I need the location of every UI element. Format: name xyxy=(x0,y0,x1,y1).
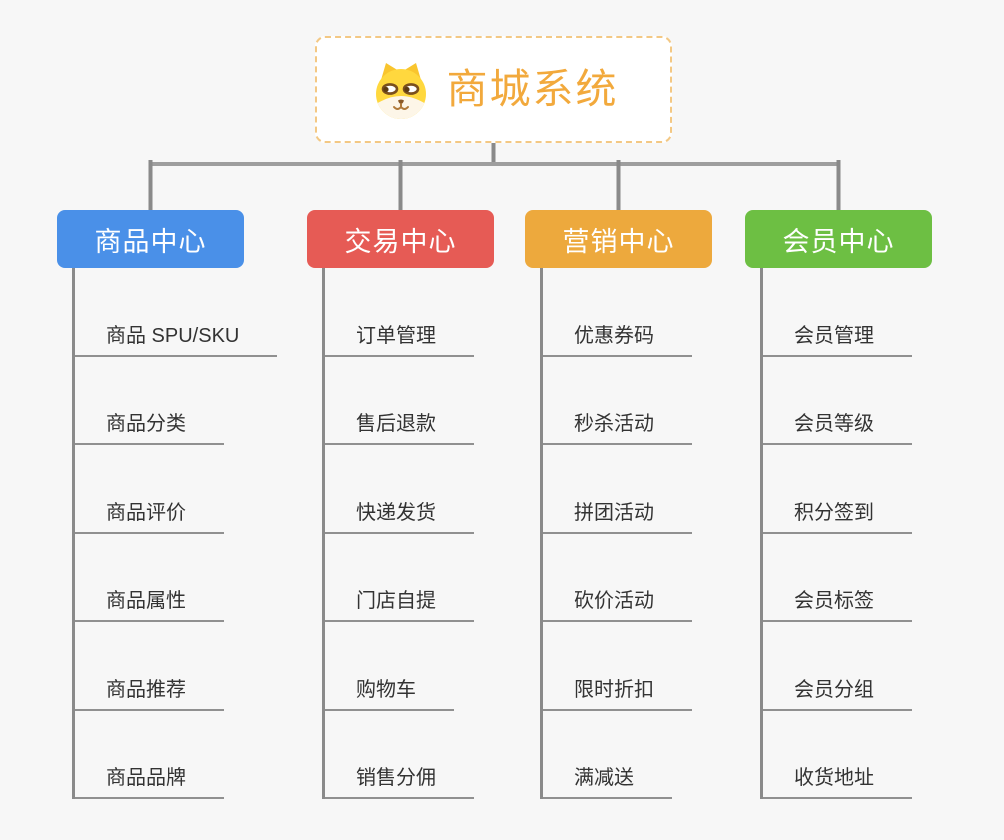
branch-items: 会员管理会员等级积分签到会员标签会员分组收货地址 xyxy=(760,268,912,799)
branch-header-marketing-center[interactable]: 营销中心 xyxy=(525,210,712,268)
branch-item-product-center-1[interactable]: 商品分类 xyxy=(72,412,224,445)
branch-item-label: 购物车 xyxy=(356,678,416,701)
item-row: 商品属性 xyxy=(72,534,277,622)
branch-item-label: 秒杀活动 xyxy=(574,413,654,435)
item-row: 秒杀活动 xyxy=(540,357,692,445)
branch-item-trade-center-1[interactable]: 售后退款 xyxy=(322,412,474,445)
branch-column-product-center: 商品中心商品 SPU/SKU 商品分类商品评价商品属性商品推荐商品品牌 xyxy=(57,210,278,799)
branch-item-product-center-2[interactable]: 商品评价 xyxy=(72,501,224,534)
branch-item-marketing-center-0[interactable]: 优惠券码 xyxy=(540,324,692,357)
branch-column-member-center: 会员中心会员管理会员等级积分签到会员标签会员分组收货地址 xyxy=(745,210,932,799)
branch-item-label: 商品评价 xyxy=(106,501,186,524)
branch-item-marketing-center-3[interactable]: 砍价活动 xyxy=(540,589,692,622)
branch-column-trade-center: 交易中心订单管理售后退款快递发货门店自提购物车销售分佣 xyxy=(307,210,494,799)
branch-item-label: 销售分佣 xyxy=(356,767,436,789)
branch-item-label: 会员标签 xyxy=(794,590,874,612)
branch-item-member-center-1[interactable]: 会员等级 xyxy=(760,412,912,445)
branch-item-label: 限时折扣 xyxy=(574,678,654,701)
branch-item-marketing-center-5[interactable]: 满减送 xyxy=(540,766,672,799)
branch-item-label: 快递发货 xyxy=(356,501,436,524)
item-row: 会员标签 xyxy=(760,534,912,622)
item-row: 积分签到 xyxy=(760,445,912,534)
branch-header-label: 营销中心 xyxy=(562,226,675,257)
item-row: 商品评价 xyxy=(72,445,277,534)
branch-item-label: 商品属性 xyxy=(106,590,186,612)
branch-item-label: 优惠券码 xyxy=(574,324,654,347)
branch-item-marketing-center-4[interactable]: 限时折扣 xyxy=(540,678,692,711)
item-row: 优惠券码 xyxy=(540,268,692,357)
branch-trunk-line xyxy=(322,268,325,799)
branch-header-label: 商品中心 xyxy=(94,226,207,257)
branch-item-trade-center-2[interactable]: 快递发货 xyxy=(322,501,474,534)
branch-header-member-center[interactable]: 会员中心 xyxy=(745,210,932,268)
branch-item-label: 会员分组 xyxy=(794,678,874,701)
branch-column-marketing-center: 营销中心优惠券码秒杀活动拼团活动砍价活动限时折扣满减送 xyxy=(525,210,712,799)
branch-item-trade-center-0[interactable]: 订单管理 xyxy=(322,324,474,357)
shiba-dog-icon xyxy=(375,62,426,119)
item-row: 商品 SPU/SKU xyxy=(72,268,278,357)
branch-items: 订单管理售后退款快递发货门店自提购物车销售分佣 xyxy=(322,268,474,799)
branch-item-trade-center-5[interactable]: 销售分佣 xyxy=(322,766,474,799)
item-row: 满减送 xyxy=(540,711,692,799)
item-row: 购物车 xyxy=(322,622,474,711)
branch-item-trade-center-4[interactable]: 购物车 xyxy=(322,678,454,711)
item-row: 砍价活动 xyxy=(540,534,692,622)
item-row: 收货地址 xyxy=(760,711,912,799)
branch-item-label: 商品 SPU/SKU xyxy=(106,324,240,347)
item-row: 拼团活动 xyxy=(540,445,692,534)
root-node[interactable]: 商城系统 xyxy=(315,36,672,143)
branch-item-product-center-5[interactable]: 商品品牌 xyxy=(72,766,224,799)
branch-item-label: 满减送 xyxy=(574,767,634,789)
branch-item-label: 商品推荐 xyxy=(106,678,186,701)
branch-item-product-center-3[interactable]: 商品属性 xyxy=(72,589,224,622)
item-row: 会员等级 xyxy=(760,357,912,445)
branch-item-marketing-center-1[interactable]: 秒杀活动 xyxy=(540,412,692,445)
branch-item-member-center-0[interactable]: 会员管理 xyxy=(760,324,912,357)
branch-item-label: 砍价活动 xyxy=(574,590,654,612)
branch-item-product-center-4[interactable]: 商品推荐 xyxy=(72,678,224,711)
item-row: 商品分类 xyxy=(72,357,277,445)
item-row: 会员分组 xyxy=(760,622,912,711)
branch-item-label: 收货地址 xyxy=(794,767,874,789)
item-row: 限时折扣 xyxy=(540,622,692,711)
item-row: 销售分佣 xyxy=(322,711,474,799)
branch-header-trade-center[interactable]: 交易中心 xyxy=(307,210,494,268)
branch-item-label: 会员等级 xyxy=(794,413,874,435)
branch-item-member-center-3[interactable]: 会员标签 xyxy=(760,589,912,622)
branch-header-label: 交易中心 xyxy=(344,226,457,257)
branch-items: 优惠券码秒杀活动拼团活动砍价活动限时折扣满减送 xyxy=(540,268,692,799)
item-row: 快递发货 xyxy=(322,445,474,534)
item-row: 订单管理 xyxy=(322,268,474,357)
item-row: 门店自提 xyxy=(322,534,474,622)
branch-item-label: 会员管理 xyxy=(794,324,874,347)
branch-item-member-center-4[interactable]: 会员分组 xyxy=(760,678,912,711)
root-title: 商城系统 xyxy=(446,66,619,112)
branch-items: 商品 SPU/SKU 商品分类商品评价商品属性商品推荐商品品牌 xyxy=(72,268,278,799)
branch-trunk-line xyxy=(540,268,543,799)
item-row: 商品品牌 xyxy=(72,711,277,799)
branch-header-product-center[interactable]: 商品中心 xyxy=(57,210,244,268)
item-row: 会员管理 xyxy=(760,268,912,357)
branch-item-label: 拼团活动 xyxy=(574,501,654,524)
branch-header-label: 会员中心 xyxy=(782,226,895,257)
branch-item-product-center-0[interactable]: 商品 SPU/SKU xyxy=(72,324,278,357)
branch-item-trade-center-3[interactable]: 门店自提 xyxy=(322,589,474,622)
branch-item-marketing-center-2[interactable]: 拼团活动 xyxy=(540,501,692,534)
branch-item-label: 门店自提 xyxy=(356,590,436,612)
branch-item-label: 商品分类 xyxy=(106,413,186,435)
branch-item-member-center-5[interactable]: 收货地址 xyxy=(760,766,912,799)
branch-item-label: 商品品牌 xyxy=(106,767,186,789)
branch-trunk-line xyxy=(760,268,763,799)
item-row: 售后退款 xyxy=(322,357,474,445)
branch-item-label: 积分签到 xyxy=(794,501,874,524)
branch-item-label: 售后退款 xyxy=(356,413,436,435)
branch-item-member-center-2[interactable]: 积分签到 xyxy=(760,501,912,534)
item-row: 商品推荐 xyxy=(72,622,277,711)
branch-item-label: 订单管理 xyxy=(356,324,436,347)
branch-trunk-line xyxy=(72,268,75,799)
